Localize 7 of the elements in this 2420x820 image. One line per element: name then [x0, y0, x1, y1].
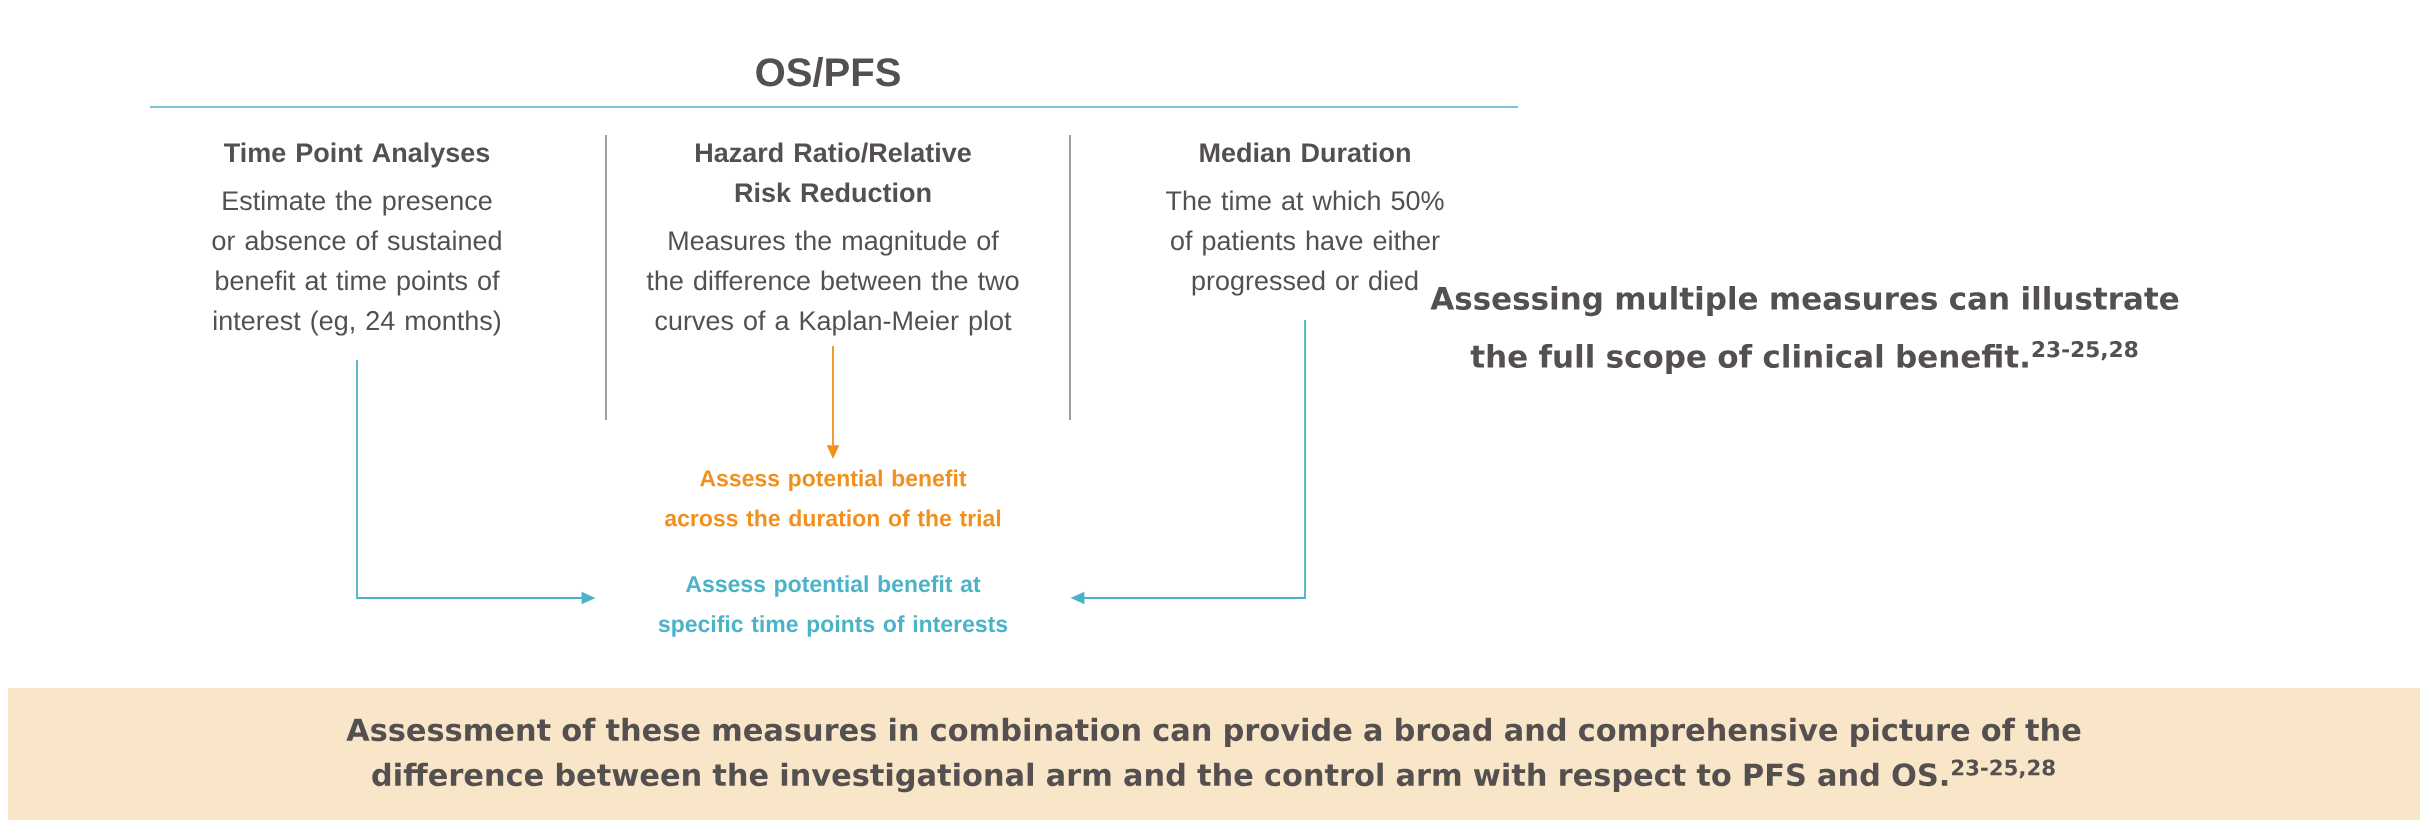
result-text: Assess potential benefit across the duration of the trial: [665, 469, 1001, 527]
result-text: Assess potential benefit at specific time points of interests: [658, 575, 1008, 637]
measure-description: Time Point Analyses Estimate the presence or absence of sustained benefit at time points of interest (eg, 24 months): [212, 142, 501, 336]
note-text: Assessing multiple measures can illustrate the full scope of clinical benefit.$^{23-25,28}$: [1430, 286, 2179, 374]
summary-band: Assessment of these measures in combination can provide a broad and comprehensive picture of the difference between the investigational arm and the control arm with respect to PFS and OS.$^{23-25,28}$: [8, 688, 2420, 820]
measure-description: Hazard Ratio/Relative Risk Reduction Measures the magnitude of the difference between the two curves of a Kaplan-Meier plot: [646, 142, 1019, 336]
title: OS/PFS: [756, 57, 900, 87]
